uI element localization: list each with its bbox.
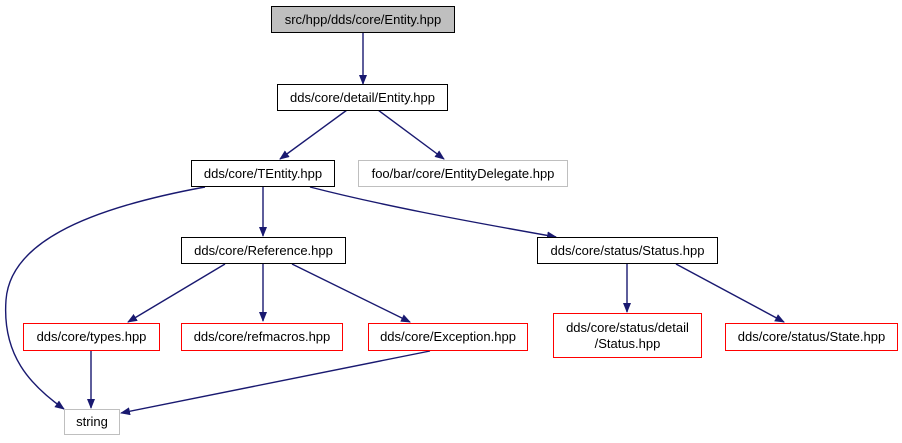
node-tentity-hpp[interactable]: dds/core/TEntity.hpp: [191, 160, 335, 187]
edge-tentity-to-string: [4, 186, 206, 410]
node-label: src/hpp/dds/core/Entity.hpp: [284, 11, 442, 27]
node-label: dds/core/status/detail /Status.hpp: [566, 319, 689, 351]
node-label: dds/core/types.hpp: [36, 329, 147, 344]
edge-exception-to-string: [120, 350, 431, 416]
node-label: dds/core/status/State.hpp: [737, 329, 886, 344]
edge-reference-to-exception: [291, 263, 411, 323]
node-label: dds/core/refmacros.hpp: [193, 329, 331, 344]
edge-tentity-to-status: [309, 186, 557, 240]
edge-detail-entity-to-tentity: [279, 109, 348, 160]
node-label: dds/core/status/Status.hpp: [550, 242, 705, 258]
edge-reference-to-types: [127, 263, 226, 323]
node-reference-hpp[interactable]: dds/core/Reference.hpp: [181, 237, 346, 264]
node-entity-delegate-hpp: foo/bar/core/EntityDelegate.hpp: [358, 160, 568, 187]
node-string: string: [64, 409, 120, 435]
node-label: dds/core/Exception.hpp: [380, 329, 516, 344]
node-types-hpp[interactable]: dds/core/types.hpp: [23, 323, 160, 351]
node-label: dds/core/detail/Entity.hpp: [289, 89, 435, 105]
edge-status-to-state: [675, 263, 785, 323]
node-label: dds/core/TEntity.hpp: [203, 165, 323, 181]
node-refmacros-hpp[interactable]: dds/core/refmacros.hpp: [181, 323, 343, 351]
node-label: dds/core/Reference.hpp: [194, 242, 333, 258]
node-label: foo/bar/core/EntityDelegate.hpp: [371, 165, 555, 181]
node-status-detail-hpp[interactable]: dds/core/status/detail /Status.hpp: [553, 313, 702, 358]
node-label: string: [76, 414, 108, 429]
node-detail-entity-hpp[interactable]: dds/core/detail/Entity.hpp: [277, 84, 448, 111]
edge-detail-entity-to-entity-delegate: [377, 109, 445, 160]
node-exception-hpp[interactable]: dds/core/Exception.hpp: [368, 323, 528, 351]
node-root-entity-hpp: src/hpp/dds/core/Entity.hpp: [271, 6, 455, 33]
node-status-hpp[interactable]: dds/core/status/Status.hpp: [537, 237, 718, 264]
node-state-hpp[interactable]: dds/core/status/State.hpp: [725, 323, 898, 351]
